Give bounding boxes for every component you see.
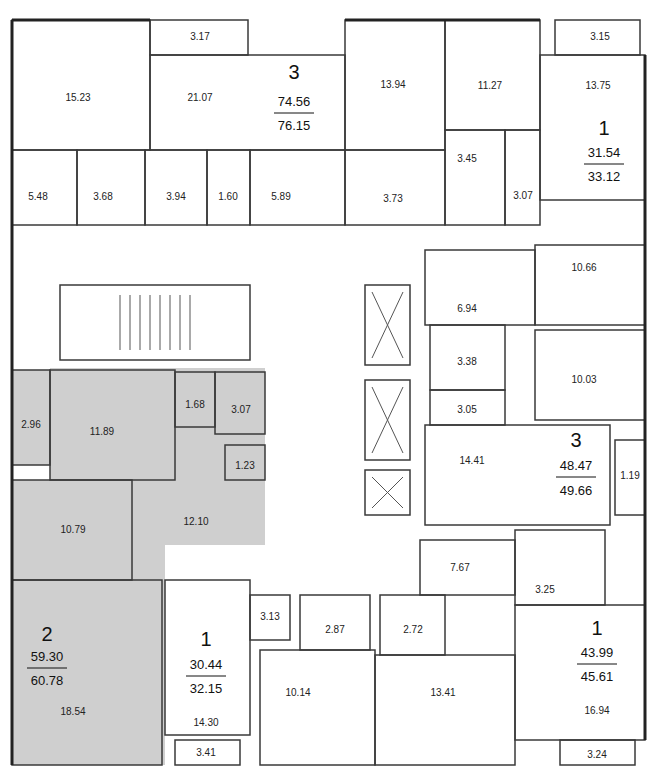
room-area: 3.24: [587, 750, 606, 760]
apartment-area: 45.61: [581, 670, 614, 683]
room-area: 1.19: [620, 471, 639, 481]
room-area: 2.72: [403, 625, 422, 635]
room-area: 3.05: [457, 405, 476, 415]
room-area: 2.96: [21, 420, 40, 430]
room-area: 3.38: [457, 357, 476, 367]
room-count: 3: [288, 62, 299, 82]
room-area: 3.94: [166, 192, 185, 202]
room-area: 16.94: [584, 706, 609, 716]
room-area: 1.60: [218, 192, 237, 202]
room-area: 3.13: [260, 612, 279, 622]
room-area: 1.23: [235, 461, 254, 471]
room-area: 13.94: [380, 80, 405, 90]
apartment-area: 32.15: [190, 682, 223, 695]
apartment-area: 43.99: [581, 646, 614, 659]
room-area: 10.14: [285, 688, 310, 698]
room-area: 3.15: [590, 32, 609, 42]
apartment-area: 49.66: [560, 484, 593, 497]
room-area: 13.41: [430, 688, 455, 698]
room-area: 2.87: [325, 625, 344, 635]
room-area: 3.68: [93, 192, 112, 202]
room-area: 3.73: [383, 194, 402, 204]
apartment-area: 33.12: [588, 170, 621, 183]
room-area: 3.07: [231, 405, 250, 415]
room-area: 3.41: [196, 748, 215, 758]
room-area: 21.07: [187, 93, 212, 103]
room-count: 1: [598, 118, 609, 138]
room-walls: [12, 20, 645, 765]
room-area: 6.94: [457, 304, 476, 314]
room-area: 5.89: [271, 192, 290, 202]
outer-walls: [12, 20, 645, 765]
apartment-area: 76.15: [278, 119, 311, 132]
room-area: 7.67: [450, 563, 469, 573]
room-area: 14.30: [193, 718, 218, 728]
room-area: 10.66: [571, 263, 596, 273]
room-count: 1: [591, 618, 602, 638]
apartment-area: 59.30: [31, 650, 64, 663]
room-area: 3.17: [190, 32, 209, 42]
room-area: 11.27: [478, 81, 502, 91]
room-area: 3.07: [513, 191, 532, 201]
apartment-area: 74.56: [278, 95, 311, 108]
room-area: 14.41: [459, 456, 484, 466]
room-area: 10.79: [60, 525, 85, 535]
apartment-area: 48.47: [560, 459, 593, 472]
room-area: 5.48: [28, 192, 47, 202]
room-area: 13.75: [585, 81, 610, 91]
stairs-and-lifts: [120, 292, 403, 508]
room-count: 2: [41, 624, 52, 644]
room-area: 15.23: [65, 93, 90, 103]
room-area: 18.54: [60, 707, 85, 717]
area-dividers: [27, 113, 624, 676]
room-area: 3.25: [535, 585, 554, 595]
apartment-highlight: [12, 368, 265, 765]
room-area: 3.45: [457, 154, 476, 164]
room-count: 1: [200, 629, 211, 649]
room-area: 10.03: [571, 375, 596, 385]
room-area: 1.68: [185, 400, 204, 410]
room-area: 11.89: [90, 427, 114, 437]
room-count: 3: [570, 430, 581, 450]
room-area: 12.10: [183, 517, 208, 527]
apartment-area: 60.78: [31, 674, 64, 687]
apartment-area: 31.54: [588, 146, 621, 159]
apartment-area: 30.44: [190, 658, 223, 671]
